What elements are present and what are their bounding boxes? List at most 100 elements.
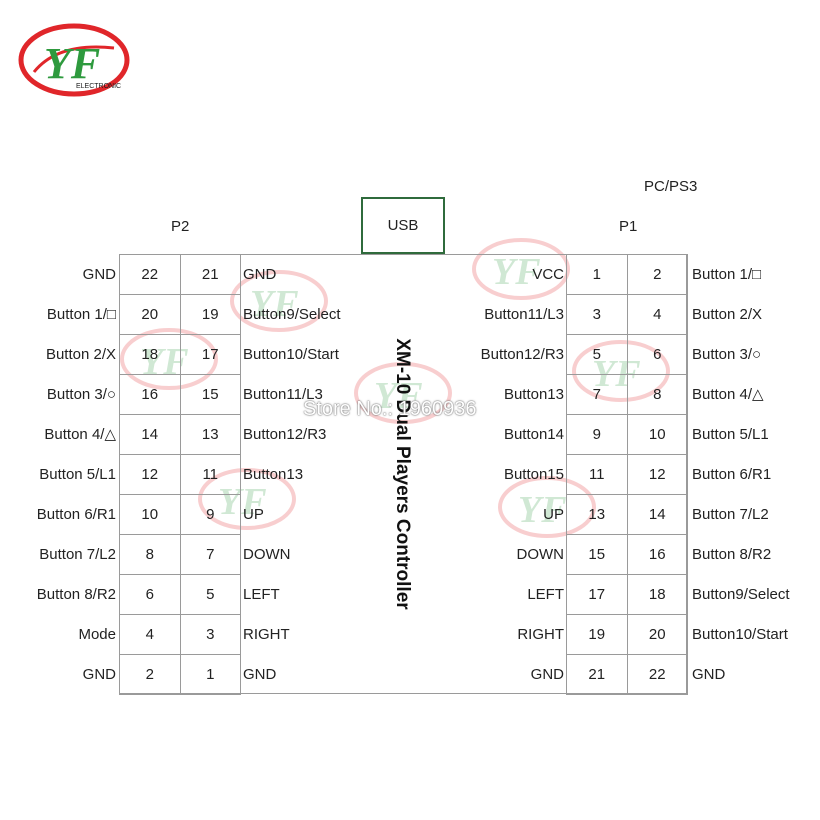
pin-number: 6 <box>626 334 688 375</box>
pin-number: 3 <box>179 614 241 655</box>
usb-connector: USB <box>361 197 445 254</box>
pin-number: 22 <box>119 254 181 295</box>
pin-number: 20 <box>626 614 688 655</box>
pin-number: 14 <box>626 494 688 535</box>
pin-label: UP <box>243 506 264 523</box>
pin-label: Button 2/X <box>45 346 116 363</box>
pin-label: GND <box>243 266 277 283</box>
pin-number: 19 <box>566 614 628 655</box>
pin-number: 6 <box>119 574 181 615</box>
pin-number: 13 <box>179 414 241 455</box>
pin-number: 1 <box>566 254 628 295</box>
pin-number: 4 <box>626 294 688 335</box>
pin-label: Button 1/□ <box>46 306 116 323</box>
pin-label: Button13 <box>243 466 304 483</box>
pin-number: 17 <box>566 574 628 615</box>
usb-label: USB <box>387 217 419 234</box>
pin-number: 11 <box>566 454 628 495</box>
pin-number: 12 <box>119 454 181 495</box>
pin-label: RIGHT <box>517 626 564 643</box>
pin-number: 12 <box>626 454 688 495</box>
pin-label: Button 2/X <box>692 306 763 323</box>
pin-label: UP <box>543 506 564 523</box>
pin-label: GND <box>530 666 564 683</box>
pin-label: LEFT <box>527 586 564 603</box>
pin-label: GND <box>243 666 277 683</box>
pin-number: 22 <box>626 654 688 695</box>
pin-number: 18 <box>626 574 688 615</box>
pin-label: Button11/L3 <box>484 306 564 323</box>
pin-label: Button 1/□ <box>692 266 762 283</box>
pin-label: Button15 <box>503 466 564 483</box>
pin-label: Button12/R3 <box>243 426 327 443</box>
pin-label: Button 3/○ <box>692 346 762 363</box>
pin-label: Button 5/L1 <box>39 466 116 483</box>
pin-label: DOWN <box>243 546 291 563</box>
pin-label: GND <box>82 666 116 683</box>
pin-number: 14 <box>119 414 181 455</box>
pin-label: Button13 <box>503 386 564 403</box>
pin-number: 5 <box>179 574 241 615</box>
pin-number: 13 <box>566 494 628 535</box>
logo-letters: YF <box>44 39 100 88</box>
pin-label: Button 8/R2 <box>692 546 772 563</box>
pin-number: 21 <box>179 254 241 295</box>
pin-number: 18 <box>119 334 181 375</box>
pin-label: Button 7/L2 <box>39 546 116 563</box>
store-watermark: Store No.: 1960936 <box>303 398 477 420</box>
pin-number: 7 <box>179 534 241 575</box>
logo-subtext: ELECTRONIC <box>76 83 121 90</box>
pin-number: 10 <box>119 494 181 535</box>
pin-label: Button12/R3 <box>480 346 564 363</box>
pin-label: Button 6/R1 <box>692 466 772 483</box>
pin-number: 2 <box>119 654 181 695</box>
pin-number: 9 <box>179 494 241 535</box>
pin-number: 8 <box>119 534 181 575</box>
pin-number: 1 <box>179 654 241 695</box>
pin-label: Button 4/△ <box>692 386 764 403</box>
pin-label: RIGHT <box>243 626 290 643</box>
pin-label: VCC <box>532 266 564 283</box>
pin-label: Button10/Start <box>692 626 788 643</box>
p1-label: P1 <box>619 218 638 235</box>
pin-number: 16 <box>626 534 688 575</box>
pin-number: 15 <box>179 374 241 415</box>
pin-label: DOWN <box>516 546 565 563</box>
pin-label: GND <box>692 666 726 683</box>
pin-label: LEFT <box>243 586 280 603</box>
pin-number: 19 <box>179 294 241 335</box>
pin-number: 16 <box>119 374 181 415</box>
board-title: XM-10 Dual Players Controller <box>392 338 413 610</box>
pin-number: 2 <box>626 254 688 295</box>
pin-number: 17 <box>179 334 241 375</box>
pin-label: Button 5/L1 <box>692 426 769 443</box>
pin-label: Button10/Start <box>243 346 339 363</box>
pin-number: 4 <box>119 614 181 655</box>
pin-label: Button 8/R2 <box>36 586 116 603</box>
pin-label: Button9/Select <box>692 586 790 603</box>
pin-label: Button 7/L2 <box>692 506 769 523</box>
p2-label: P2 <box>171 218 190 235</box>
pin-number: 7 <box>566 374 628 415</box>
